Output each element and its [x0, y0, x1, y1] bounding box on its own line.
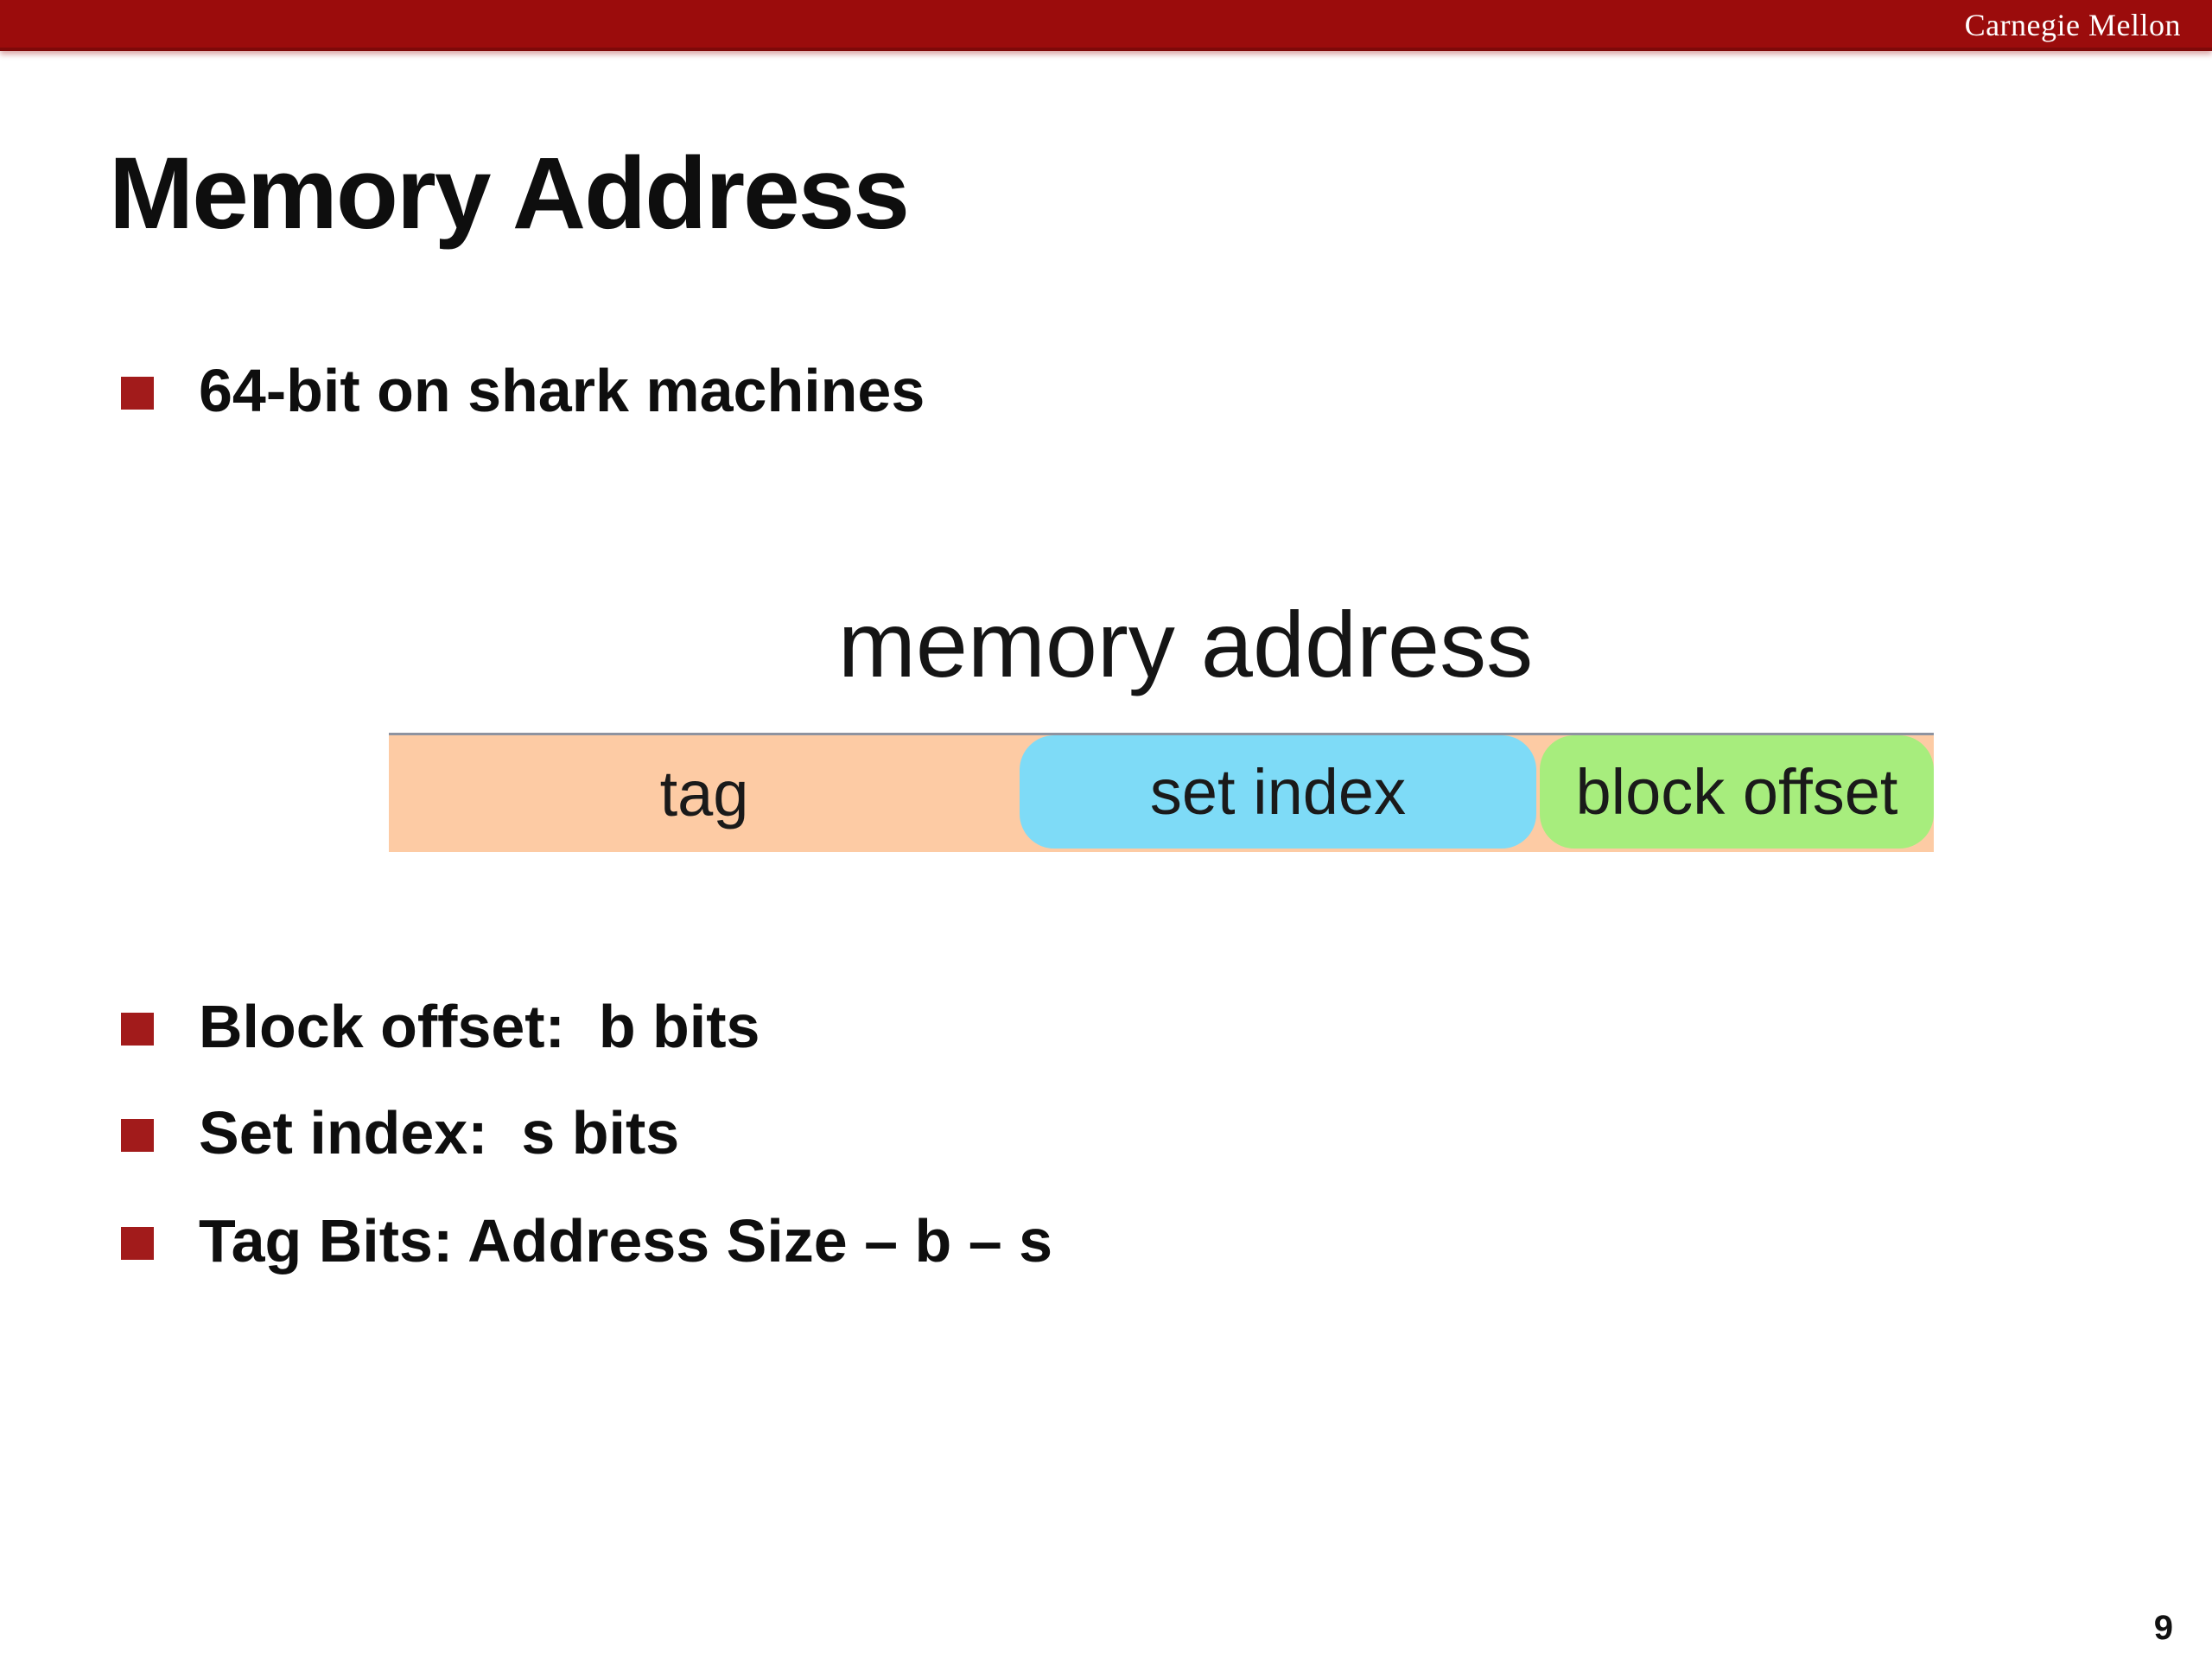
bullet-square-icon — [121, 377, 154, 410]
segment-tag-label: tag — [659, 758, 749, 830]
bullet-label: Set index: s bits — [199, 1099, 680, 1166]
memory-address-bar: tag set index block offset — [389, 733, 1934, 852]
bullet-label: 64-bit on shark machines — [199, 357, 925, 424]
bullet-item-tag-bits: Tag Bits: Address Size – b – s — [121, 1206, 1052, 1275]
bullet-square-icon — [121, 1119, 154, 1152]
brand-text: Carnegie Mellon — [1964, 8, 2181, 42]
bullet-item-shark-machines: 64-bit on shark machines — [121, 356, 925, 425]
page-title: Memory Address — [109, 137, 910, 251]
page-number: 9 — [2153, 1609, 2173, 1647]
bullet-square-icon — [121, 1013, 154, 1046]
segment-set-index-label: set index — [1149, 756, 1407, 828]
segment-tag: tag — [389, 735, 1020, 852]
segment-block-offset-label: block offset — [1575, 756, 1898, 828]
segment-set-index: set index — [1020, 735, 1536, 849]
bullet-label: Block offset: b bits — [199, 993, 760, 1060]
segment-block-offset: block offset — [1540, 735, 1934, 849]
bullet-label: Tag Bits: Address Size – b – s — [199, 1207, 1053, 1274]
bullet-item-block-offset: Block offset: b bits — [121, 992, 760, 1061]
bullet-item-set-index: Set index: s bits — [121, 1098, 679, 1167]
bullet-square-icon — [121, 1227, 154, 1260]
diagram-title: memory address — [837, 592, 1534, 696]
header-banner — [0, 0, 2212, 51]
